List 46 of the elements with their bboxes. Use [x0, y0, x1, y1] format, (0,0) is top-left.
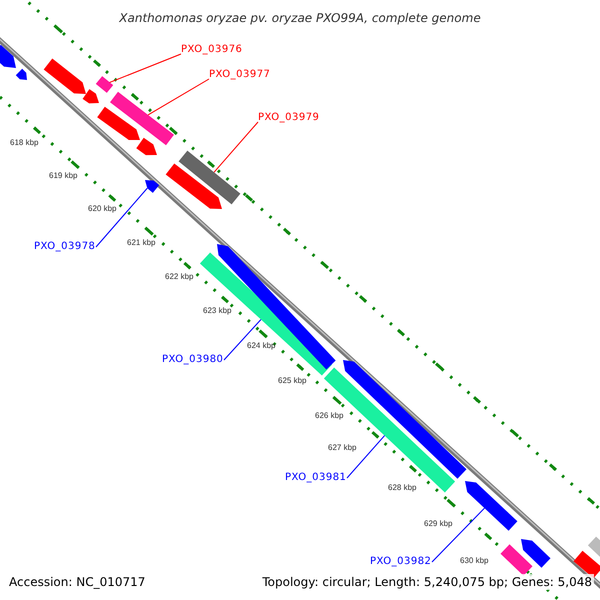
gene-feature	[16, 68, 27, 80]
position-label: 619 kbp	[49, 171, 78, 181]
position-label: 624 kbp	[247, 341, 276, 351]
gene-feature	[96, 76, 114, 93]
leader-line	[346, 435, 386, 478]
gene-feature	[82, 89, 99, 104]
leader-line	[109, 54, 182, 83]
gene-feature	[0, 44, 16, 68]
gene-label: PXO_03979	[258, 112, 320, 124]
position-label: 622 kbp	[165, 272, 194, 282]
gene-label: PXO_03976	[181, 44, 242, 56]
position-label: 628 kbp	[388, 483, 416, 493]
accession-label: Accession: NC_010717	[9, 574, 146, 590]
gene-feature	[145, 180, 160, 193]
gene-feature	[521, 539, 550, 568]
gene-label: PXO_03978	[34, 241, 96, 253]
leader-line	[224, 319, 262, 360]
gene-feature	[44, 58, 86, 94]
position-label: 620 kbp	[88, 204, 116, 214]
gene-feature	[343, 360, 466, 479]
position-label: 621 kbp	[127, 238, 156, 248]
gene-feature	[178, 150, 240, 204]
gene-feature	[110, 92, 174, 146]
gene-label: PXO_03977	[209, 69, 270, 81]
position-label: 627 kbp	[328, 443, 356, 453]
position-label: 630 kbp	[460, 556, 488, 566]
genome-summary: Topology: circular; Length: 5,240,075 bp; Genes: 5,048	[260, 574, 594, 590]
position-label: 629 kbp	[424, 519, 452, 529]
position-label: 625 kbp	[278, 376, 306, 386]
position-label: 618 kbp	[10, 138, 38, 148]
leader-line	[96, 188, 148, 248]
map-title: Xanthomonas oryzae pv. oryzae PXO99A, complete genome	[119, 10, 481, 27]
position-label: 626 kbp	[315, 411, 344, 421]
gene-label: PXO_03981	[285, 472, 346, 484]
gene-feature	[97, 106, 140, 140]
leader-line	[214, 122, 258, 173]
gene-feature	[136, 138, 157, 156]
gene-feature	[500, 544, 532, 576]
gene-feature	[166, 164, 222, 209]
leader-line	[148, 78, 210, 116]
position-label: 623 kbp	[203, 306, 232, 316]
gene-label: PXO_03980	[162, 354, 224, 366]
gene-label: PXO_03982	[370, 556, 432, 568]
leader-line	[432, 508, 486, 562]
gene-feature	[574, 550, 600, 578]
gene-feature	[465, 481, 518, 531]
